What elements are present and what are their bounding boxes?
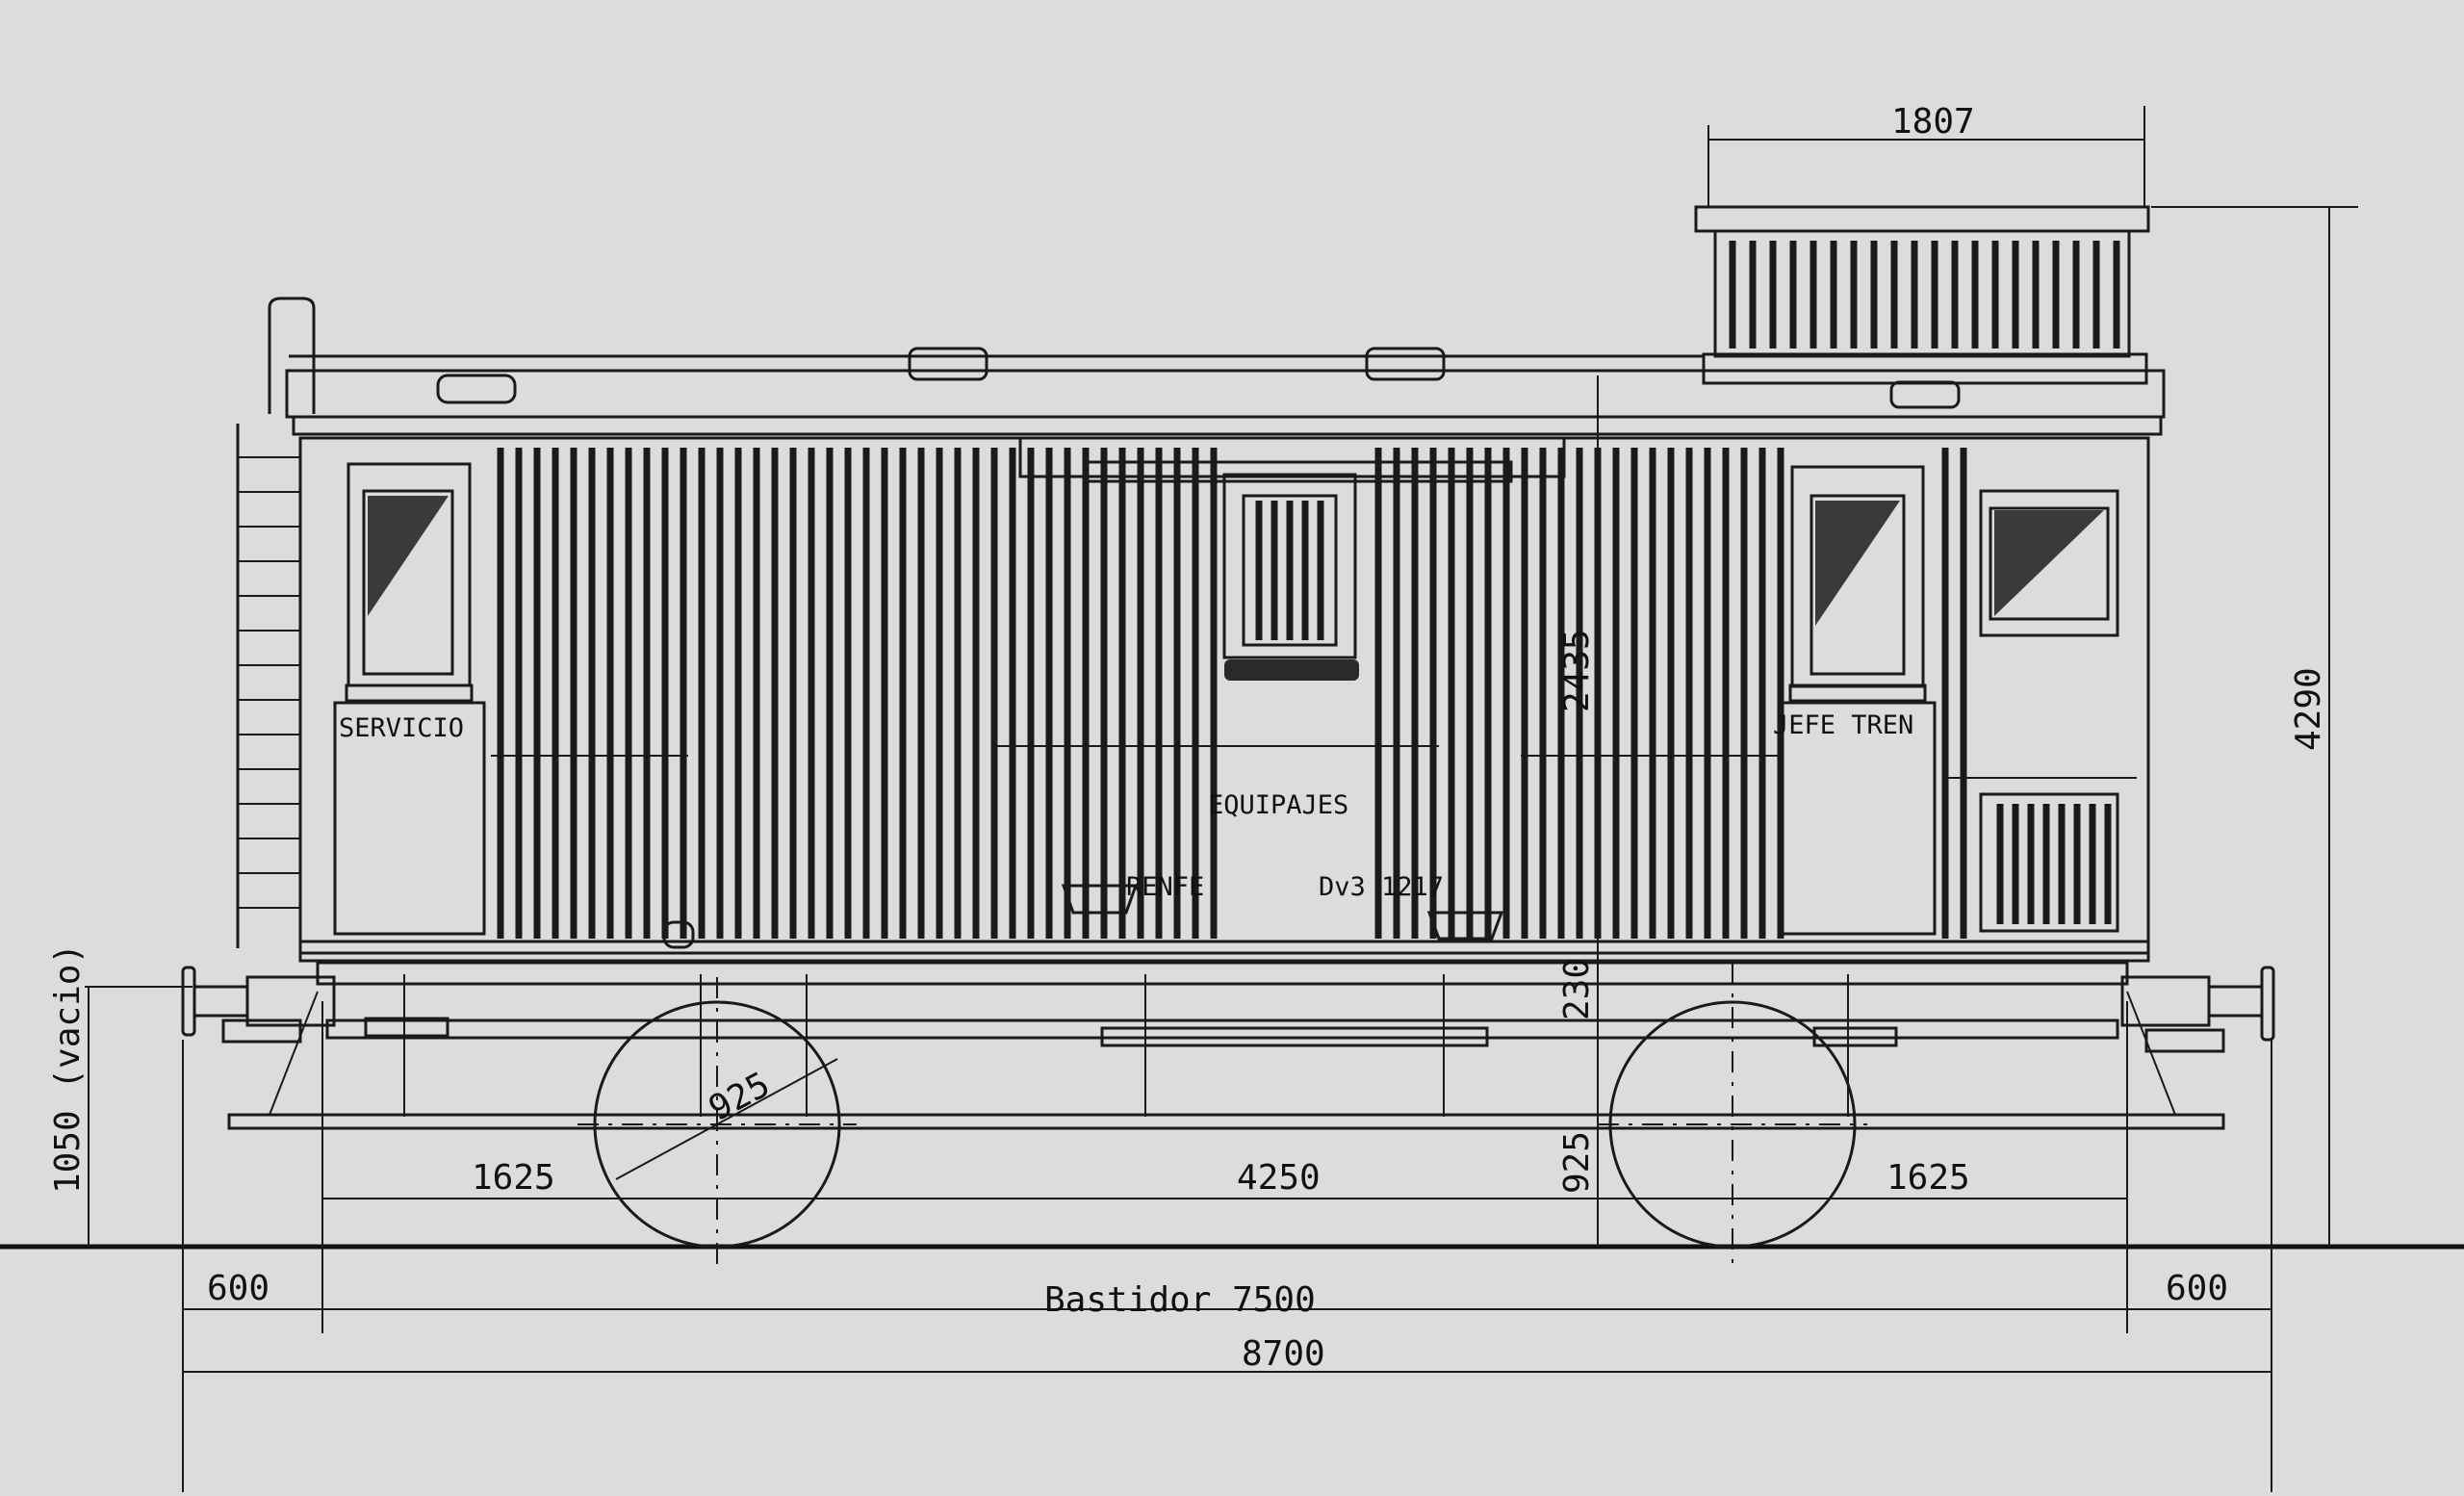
dim-wheel-radius: 925 (703, 1065, 777, 1129)
end-ladder (236, 424, 302, 948)
roof (268, 297, 2166, 436)
body (236, 424, 2150, 963)
label-number: Dv3 1217 (1319, 872, 1444, 902)
label-equipajes: EQUIPAJES (1208, 790, 1348, 820)
dim-overall: 8700 (1242, 1334, 1325, 1374)
dim-buffer-left: 600 (207, 1269, 270, 1308)
window-equipajes (1222, 473, 1359, 681)
window-end (1979, 489, 2119, 933)
dim-overhang-right: 1625 (1886, 1158, 1970, 1198)
dim-total-height: 4290 (2289, 667, 2328, 751)
dim-buffer-height: 1050 (vacio) (48, 943, 88, 1194)
window-jefe-tren (1788, 465, 1927, 703)
label-servicio: SERVICIO (339, 713, 464, 743)
buffer-left (181, 966, 336, 1037)
dim-body-height: 2435 (1557, 629, 1597, 712)
dim-cupola-width: 1807 (1891, 102, 1975, 142)
dim-overhang-left: 1625 (472, 1158, 555, 1198)
body-slats (497, 448, 1967, 939)
wheel-left (578, 977, 857, 1266)
dim-frame: Bastidor 7500 (1044, 1280, 1316, 1320)
dim-wheel-diameter: 925 (1557, 1131, 1597, 1194)
dimension-lines (85, 106, 2358, 1492)
underframe (221, 961, 2225, 1130)
dim-axle-offset: 230 (1557, 958, 1597, 1020)
dim-buffer-right: 600 (2166, 1269, 2228, 1308)
buffer-right (2120, 966, 2275, 1042)
cupola (1694, 205, 2150, 409)
cupola-slats (1729, 241, 2120, 348)
dim-wheelbase: 4250 (1237, 1158, 1321, 1198)
label-jefe-tren: JEFE TREN (1773, 710, 1913, 740)
window-servicio (345, 462, 474, 703)
wheel-right (1598, 963, 1867, 1266)
label-renfe: RENFE (1126, 872, 1204, 902)
